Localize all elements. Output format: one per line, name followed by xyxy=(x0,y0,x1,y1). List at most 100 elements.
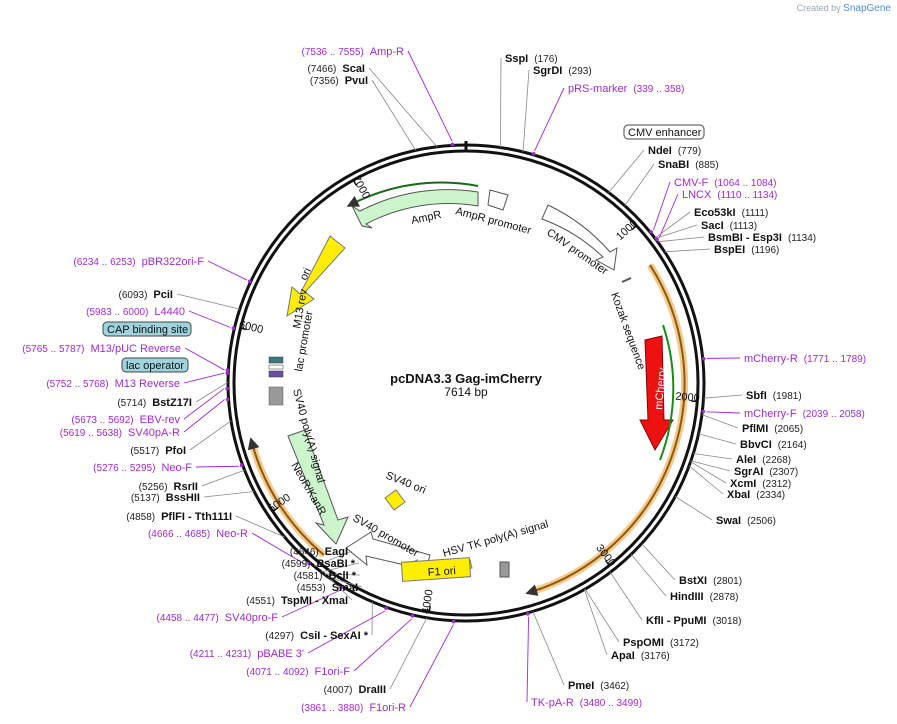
enzyme-site-bbvci[interactable]: BbvCI(2164) xyxy=(740,439,807,451)
primer-leader xyxy=(407,50,453,142)
enzyme-site-hindiii[interactable]: HindIII(2878) xyxy=(670,591,739,603)
enzyme-site-apai[interactable]: ApaI(3176) xyxy=(611,650,670,662)
primer-sv40pa-r[interactable]: SV40pA-R(5619 .. 5638) xyxy=(60,427,180,439)
enzyme-site-draiii[interactable]: DraIII(4007) xyxy=(324,684,386,696)
primer-pbabe-3[interactable]: pBABE 3'(4211 .. 4231) xyxy=(190,648,304,660)
enzyme-site-pflmi[interactable]: PflMI(2065) xyxy=(742,423,803,435)
enzyme-site-kfli-ppumi[interactable]: KflI - PpuMI(3018) xyxy=(646,615,741,627)
enzyme-site-pvui[interactable]: PvuI(7356) xyxy=(310,75,368,87)
enzyme-site-bcli[interactable]: BclI *(4581) xyxy=(294,570,357,582)
enzyme-site-scai[interactable]: ScaI(7466) xyxy=(307,63,365,75)
enzyme-site-sgrai[interactable]: SgrAI(2307) xyxy=(734,466,798,478)
enzyme-name: SgrAI xyxy=(734,466,763,478)
primer-tk-pa-r[interactable]: TK-pA-R(3480 .. 3499) xyxy=(531,697,642,709)
primer-name: F1ori-F xyxy=(315,666,351,678)
primer-sv40pro-f[interactable]: SV40pro-F(4458 .. 4477) xyxy=(157,612,279,624)
enzyme-site-bspei[interactable]: BspEI(1196) xyxy=(714,244,779,256)
primer-f1ori-r[interactable]: F1ori-R(3861 .. 3880) xyxy=(301,702,406,714)
enzyme-site-bstz17i[interactable]: BstZ17I(5714) xyxy=(117,397,192,409)
primer-mark xyxy=(701,409,706,414)
primer-position: (5276 .. 5295) xyxy=(93,463,155,474)
primer-m13-puc-reverse[interactable]: M13/pUC Reverse(5765 .. 5787) xyxy=(22,343,181,355)
enzyme-leader xyxy=(674,496,713,521)
enzyme-site-xcmi[interactable]: XcmI(2312) xyxy=(730,478,791,490)
enzyme-site-pspomi[interactable]: PspOMI(3172) xyxy=(623,637,699,649)
enzyme-leader xyxy=(664,248,711,253)
enzyme-site-bstxi[interactable]: BstXI(2801) xyxy=(679,575,742,587)
enzyme-name: PflFI - Tth111I xyxy=(161,511,232,523)
enzyme-site-tspmi-xmai[interactable]: TspMI - XmaI(4551) xyxy=(246,595,348,607)
primer-mark xyxy=(225,397,230,402)
primer-mark xyxy=(231,326,236,330)
enzyme-name: BclI * xyxy=(328,570,356,582)
ampr-feature[interactable] xyxy=(350,189,479,229)
primer-mark xyxy=(225,371,229,376)
primer-name: SV40pro-F xyxy=(225,612,278,624)
primer-cmv-f[interactable]: CMV-F(1064 .. 1084) xyxy=(674,177,777,189)
enzyme-site-bsshii[interactable]: BssHII(5137) xyxy=(131,492,200,504)
enzyme-leader xyxy=(693,453,733,460)
primer-ebv-rev[interactable]: EBV-rev(5673 .. 5692) xyxy=(71,414,180,426)
primer-neo-r[interactable]: Neo-R(4666 .. 4685) xyxy=(148,528,248,540)
enzyme-position: (3018) xyxy=(713,616,742,627)
enzyme-site-pmei[interactable]: PmeI(3462) xyxy=(568,680,629,692)
enzyme-site-eco53ki[interactable]: Eco53kI(1111) xyxy=(694,207,768,219)
primer-f1ori-f[interactable]: F1ori-F(4071 .. 4092) xyxy=(246,666,350,678)
enzyme-position: (176) xyxy=(534,54,557,65)
enzyme-site-rsrii[interactable]: RsrII(5256) xyxy=(139,481,198,493)
enzyme-site-saci[interactable]: SacI(1113) xyxy=(701,220,757,232)
enzyme-site-pcii[interactable]: PciI(6093) xyxy=(119,289,173,301)
enzyme-site-sspi[interactable]: SspI(176) xyxy=(505,53,558,65)
enzyme-site-pflfi-tth111i[interactable]: PflFI - Tth111I(4858) xyxy=(126,511,232,523)
enzyme-site-eagi[interactable]: EagI(4646) xyxy=(290,546,348,558)
ori-feature[interactable] xyxy=(286,235,346,318)
cmv-enhancer-box[interactable]: CMV enhancer xyxy=(623,124,705,140)
ampr-promoter-feature[interactable] xyxy=(487,189,509,211)
primer-leader xyxy=(207,260,248,281)
primer-neo-f[interactable]: Neo-F(5276 .. 5295) xyxy=(93,462,192,474)
primer-m13-reverse[interactable]: M13 Reverse(5752 .. 5768) xyxy=(46,378,180,390)
tick-label: 6000 xyxy=(238,319,265,336)
enzyme-site-snabi[interactable]: SnaBI(885) xyxy=(658,159,719,171)
enzyme-site-csii-sexai[interactable]: CsiI - SexAI *(4297) xyxy=(265,630,368,642)
primer-pbr322ori-f[interactable]: pBR322ori-F(6234 .. 6253) xyxy=(73,256,204,268)
enzyme-site-pfoi[interactable]: PfoI(5517) xyxy=(130,445,186,457)
enzyme-leader xyxy=(500,57,502,148)
enzyme-site-sbfi[interactable]: SbfI(1981) xyxy=(746,390,802,402)
primer-mcherry-r[interactable]: mCherry-R(1771 .. 1789) xyxy=(744,353,866,365)
cap-site-box[interactable]: CAP binding site xyxy=(102,321,192,337)
enzyme-leader xyxy=(688,465,724,495)
enzyme-site-alei[interactable]: AleI(2268) xyxy=(736,454,791,466)
primer-mcherry-f[interactable]: mCherry-F(2039 .. 2058) xyxy=(744,408,865,420)
enzyme-leader xyxy=(641,543,676,581)
sv40-ori-label: SV40 ori xyxy=(384,470,428,497)
primer-lncx[interactable]: LNCX(1110 .. 1134) xyxy=(682,189,777,201)
enzyme-site-ndei[interactable]: NdeI(779) xyxy=(648,145,701,157)
primer-position: (5752 .. 5768) xyxy=(46,379,108,390)
cmv-promoter-feature[interactable] xyxy=(541,204,618,271)
sv40-ori-feature[interactable] xyxy=(384,489,406,511)
enzyme-site-sgrdi[interactable]: SgrDI(293) xyxy=(533,65,592,77)
primer-l4440[interactable]: L4440(5983 .. 6000) xyxy=(86,306,185,318)
enzyme-site-bsmbi-esp3i[interactable]: BsmBI - Esp3I(1134) xyxy=(708,232,816,244)
lac-mark-1 xyxy=(268,356,284,364)
neor-feature[interactable] xyxy=(287,429,349,545)
enzyme-name: SmaI xyxy=(332,582,358,594)
enzyme-position: (779) xyxy=(678,146,701,157)
lac-operator-frame xyxy=(121,357,189,373)
primer-name: Amp-R xyxy=(370,46,404,58)
mcherry-feature[interactable] xyxy=(639,335,674,452)
primer-leader xyxy=(281,589,341,618)
enzyme-site-bsabi[interactable]: BsaBI *(4599) xyxy=(282,558,356,570)
primer-amp-r[interactable]: Amp-R(7536 .. 7555) xyxy=(302,46,405,58)
primer-mark xyxy=(384,606,388,610)
enzyme-site-smai[interactable]: SmaI(4553) xyxy=(297,582,358,594)
enzyme-site-swai[interactable]: SwaI(2506) xyxy=(716,515,776,527)
enzyme-site-xbai[interactable]: XbaI(2334) xyxy=(727,489,785,501)
enzyme-leader xyxy=(371,79,417,151)
primer-prs-marker[interactable]: pRS-marker(339 .. 358) xyxy=(568,83,684,95)
lac-operator-box[interactable]: lac operator xyxy=(121,357,189,373)
primer-position: (5765 .. 5787) xyxy=(22,344,84,355)
tick-label: 7000 xyxy=(350,174,372,201)
tick-mark xyxy=(352,179,357,186)
